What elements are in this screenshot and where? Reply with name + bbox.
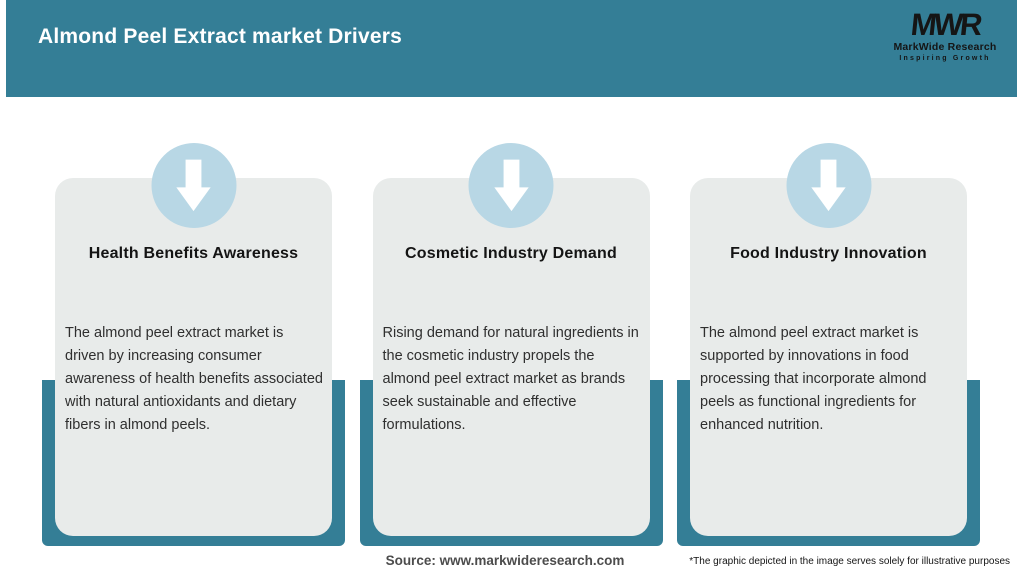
- down-arrow-icon: [468, 143, 554, 228]
- logo-tagline: Inspiring Growth: [899, 54, 991, 62]
- header-bar: Almond Peel Extract market Drivers MWR M…: [6, 0, 1017, 97]
- card-title: Health Benefits Awareness: [88, 245, 299, 262]
- card-description: The almond peel extract market is driven…: [65, 325, 323, 433]
- down-arrow-icon: [786, 143, 871, 228]
- logo-company-name: MarkWide Research: [893, 41, 997, 53]
- markwide-research-logo: MWR MarkWide Research Inspiring Growth: [889, 7, 1001, 62]
- card-description: The almond peel extract market is suppor…: [700, 325, 927, 433]
- page-title: Almond Peel Extract market Drivers: [38, 25, 402, 48]
- driver-card-food-innovation: Food Industry Innovation The almond peel…: [690, 143, 967, 536]
- driver-card-cosmetic-demand: Cosmetic Industry Demand Rising demand f…: [372, 143, 650, 536]
- driver-card-health-benefits: Health Benefits Awareness The almond pee…: [55, 143, 332, 536]
- card-description: Rising demand for natural ingredients in…: [382, 325, 639, 433]
- disclaimer-text: *The graphic depicted in the image serve…: [689, 556, 1010, 567]
- card-title: Food Industry Innovation: [730, 245, 927, 262]
- logo-monogram: MWR: [908, 7, 982, 42]
- card-title: Cosmetic Industry Demand: [405, 245, 617, 262]
- source-text: Source: www.markwideresearch.com: [385, 553, 625, 568]
- down-arrow-icon: [151, 143, 236, 228]
